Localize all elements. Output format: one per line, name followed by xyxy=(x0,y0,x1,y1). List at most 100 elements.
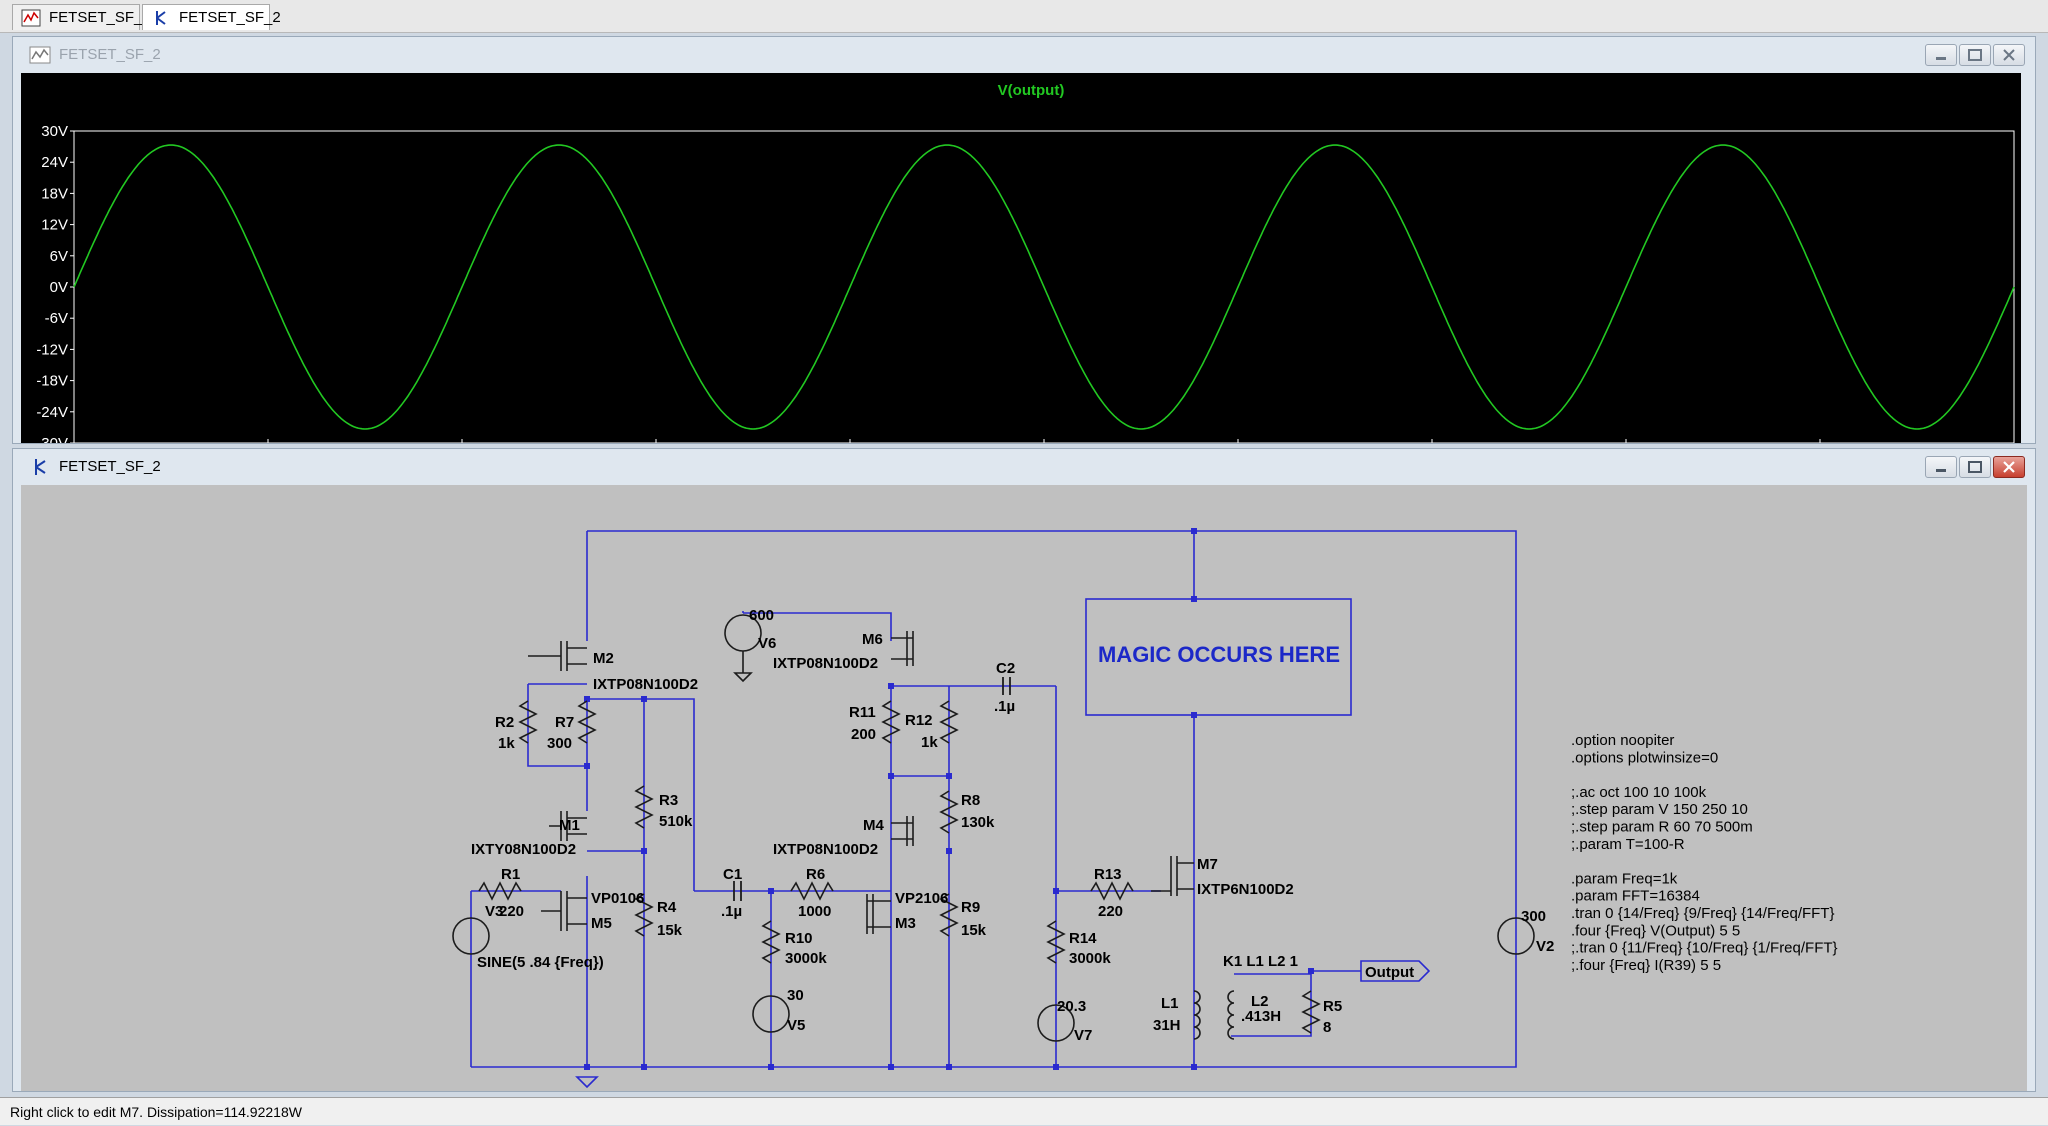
value-l2: .413H xyxy=(1241,1008,1281,1025)
wires xyxy=(470,530,1517,1068)
label-r10: R10 xyxy=(785,930,813,947)
label-l1: L1 xyxy=(1161,995,1179,1012)
schematic-icon xyxy=(156,11,166,25)
model-m3: VP2106 xyxy=(895,890,948,907)
label-r4: R4 xyxy=(657,899,677,916)
value-r10: 3000k xyxy=(785,950,827,967)
close-icon xyxy=(2003,461,2015,473)
value-v6: 600 xyxy=(749,607,774,624)
y-tick-label: -6V xyxy=(45,310,68,327)
model-m5: VP0106 xyxy=(591,890,644,907)
close-button[interactable] xyxy=(1993,44,2025,66)
restore-button[interactable] xyxy=(1959,456,1991,478)
restore-icon xyxy=(1968,49,1982,61)
schematic-window-titlebar[interactable]: FETSET_SF_2 xyxy=(13,449,2035,485)
output-label: Output xyxy=(1365,964,1414,981)
close-button[interactable] xyxy=(1993,456,2025,478)
label-m7: M7 xyxy=(1197,856,1218,873)
y-tick-label: -24V xyxy=(36,404,68,421)
magic-block[interactable] xyxy=(1085,598,1352,716)
label-r14: R14 xyxy=(1069,930,1097,947)
value-r2: 1k xyxy=(498,735,515,752)
tab-label: FETSET_SF_2 xyxy=(49,9,151,26)
resistors xyxy=(478,700,1321,1034)
minimize-icon xyxy=(1936,57,1946,60)
restore-icon xyxy=(1968,461,1982,473)
restore-button[interactable] xyxy=(1959,44,1991,66)
y-tick-label: -12V xyxy=(36,341,68,358)
value-r5: 8 xyxy=(1323,1019,1331,1036)
voltage-sources xyxy=(452,614,1535,1042)
directive-line: ;.step param R 60 70 500m xyxy=(1571,819,1753,836)
component-labels: M2 IXTP08N100D2 R2 1k R7 300 R3 510k M1 … xyxy=(471,607,1554,1044)
value-v7: 20.3 xyxy=(1057,998,1086,1015)
value-r6: 1000 xyxy=(798,903,831,920)
tab-waveform[interactable]: FETSET_SF_2 xyxy=(12,4,151,30)
directive-line: .tran 0 {14/Freq} {9/Freq} {14/Freq/FFT} xyxy=(1571,905,1834,922)
capacitors xyxy=(733,677,1011,901)
label-r9: R9 xyxy=(961,899,980,916)
label-r6: R6 xyxy=(806,866,825,883)
value-c2: .1µ xyxy=(994,698,1015,715)
value-r3: 510k xyxy=(659,813,693,830)
label-r13: R13 xyxy=(1094,866,1122,883)
label-m6: M6 xyxy=(862,631,883,648)
status-text: Right click to edit M7. Dissipation=114.… xyxy=(10,1104,302,1120)
model-m2: IXTP08N100D2 xyxy=(593,676,698,693)
waveform-icon xyxy=(29,46,51,64)
directive-line: ;.tran 0 {11/Freq} {10/Freq} {1/Freq/FFT… xyxy=(1571,940,1838,957)
label-r1: R1 xyxy=(501,866,520,883)
schematic-drawing[interactable]: Output MAGIC OCCURS HERE M2 IXTP08N100D2… xyxy=(21,485,2027,1091)
label-m2: M2 xyxy=(593,650,614,667)
value-r11: 200 xyxy=(851,726,876,743)
label-m5: M5 xyxy=(591,915,612,932)
spice-directives[interactable]: .option noopiter.options plotwinsize=0;.… xyxy=(1571,732,1838,974)
value-r14: 3000k xyxy=(1069,950,1111,967)
model-m6: IXTP08N100D2 xyxy=(773,655,878,672)
label-c2: C2 xyxy=(996,660,1015,677)
label-r11: R11 xyxy=(849,704,876,721)
model-m1: IXTY08N100D2 xyxy=(471,841,576,858)
value-v3: SINE(5 .84 {Freq}) xyxy=(477,954,604,971)
window-title: FETSET_SF_2 xyxy=(59,46,161,63)
value-r7: 300 xyxy=(547,735,572,752)
trace-label[interactable]: V(output) xyxy=(998,82,1065,99)
y-tick-label: 0V xyxy=(50,279,68,296)
value-l1: 31H xyxy=(1153,1017,1181,1034)
schematic-window: FETSET_SF_2 xyxy=(12,448,2036,1092)
tab-label: FETSET_SF_2 xyxy=(179,9,281,26)
label-c1: C1 xyxy=(723,866,742,883)
output-port[interactable] xyxy=(1360,960,1431,982)
directive-line: .options plotwinsize=0 xyxy=(1571,749,1718,766)
label-r12: R12 xyxy=(905,712,933,729)
tab-schematic[interactable]: FETSET_SF_2 xyxy=(142,4,281,30)
y-tick-label: 30V xyxy=(41,123,68,140)
minimize-button[interactable] xyxy=(1925,456,1957,478)
directive-line: ;.step param V 150 250 10 xyxy=(1571,801,1748,818)
y-tick-label: 18V xyxy=(41,185,68,202)
ground-icon xyxy=(575,1076,599,1089)
directive-line: .option noopiter xyxy=(1571,732,1674,749)
value-r12: 1k xyxy=(921,734,938,751)
waveform-plot[interactable]: V(output) 30V24V18V12V6V0V-6V-12V-18V-24… xyxy=(21,73,2021,452)
status-bar: Right click to edit M7. Dissipation=114.… xyxy=(0,1097,2048,1125)
minimize-button[interactable] xyxy=(1925,44,1957,66)
schematic-icon xyxy=(35,459,46,475)
label-v7: V7 xyxy=(1074,1027,1092,1044)
schematic-canvas[interactable]: Output MAGIC OCCURS HERE M2 IXTP08N100D2… xyxy=(21,485,2027,1091)
value-v2: 300 xyxy=(1521,908,1546,925)
mosfets xyxy=(528,631,1194,934)
series-line-voutput[interactable] xyxy=(73,144,2015,430)
window-title: FETSET_SF_2 xyxy=(59,458,161,475)
y-tick-label: 24V xyxy=(41,154,68,171)
label-r3: R3 xyxy=(659,792,678,809)
label-r8: R8 xyxy=(961,792,980,809)
value-r1: 220 xyxy=(499,903,524,920)
waveform-window-titlebar[interactable]: FETSET_SF_2 xyxy=(13,37,2035,73)
label-l2: L2 xyxy=(1251,993,1269,1010)
model-m7: IXTP6N100D2 xyxy=(1197,881,1294,898)
directive-line: ;.four {Freq} I(R39) 5 5 xyxy=(1571,957,1721,974)
close-icon xyxy=(2003,49,2015,61)
